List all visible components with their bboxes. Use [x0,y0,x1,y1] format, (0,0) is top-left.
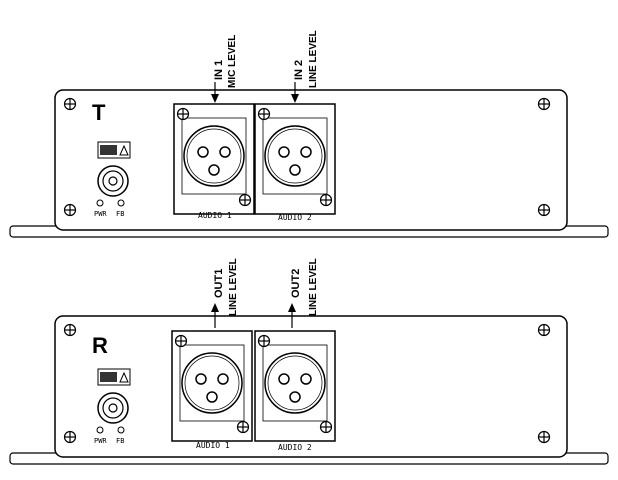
led-label-fb: FB [116,437,124,445]
xlr-port-audio-1[interactable] [172,331,252,441]
fb-led [117,199,125,207]
fb-led [117,426,125,434]
xlr-port-audio-2[interactable] [255,331,335,441]
callout-in-1-level: MIC LEVEL [227,35,238,88]
callout-out-2-level: LINE LEVEL [308,258,319,316]
callout-in-1-id: IN 1 [213,60,225,80]
arrow-out-1 [211,303,219,328]
pwr-led [96,426,104,434]
screw-icon [63,97,77,111]
screw-icon [537,323,551,337]
led-label-pwr: PWR [94,210,107,218]
port-label-audio-1: AUDIO 1 [198,211,232,220]
laser-warning-icon [97,368,131,386]
led-label-fb: FB [116,210,124,218]
screw-icon [63,203,77,217]
unit-letter: T [92,100,106,125]
callout-out-1-level: LINE LEVEL [228,258,239,316]
port-label-audio-1: AUDIO 1 [196,441,230,450]
laser-warning-icon [97,141,131,159]
screw-icon [537,430,551,444]
pwr-led [96,199,104,207]
led-label-pwr: PWR [94,437,107,445]
screw-icon [537,203,551,217]
screw-icon [63,430,77,444]
xlr-port-audio-2[interactable] [255,104,335,214]
screw-icon [63,323,77,337]
callout-in-2-id: IN 2 [293,60,305,80]
callout-in-2-level: LINE LEVEL [308,30,319,88]
unit-letter: R [92,333,108,358]
port-label-audio-2: AUDIO 2 [278,443,312,452]
callout-out-2-id: OUT2 [290,269,302,298]
arrow-in-1 [211,82,219,103]
fiber-port[interactable] [97,165,129,197]
callout-out-1-id: OUT1 [213,269,225,298]
transmitter-unit: T PWR FB AUDIO 1 AUDIO 2 IN 1 MIC LEVEL … [9,30,609,238]
xlr-port-audio-1[interactable] [174,104,254,214]
receiver-unit: R PWR FB AUDIO 1 AUDIO 2 OUT1 LINE LEVEL… [9,258,609,465]
arrow-out-2 [288,303,296,328]
screw-icon [537,97,551,111]
arrow-in-2 [291,82,299,103]
fiber-port[interactable] [97,392,129,424]
port-label-audio-2: AUDIO 2 [278,213,312,222]
